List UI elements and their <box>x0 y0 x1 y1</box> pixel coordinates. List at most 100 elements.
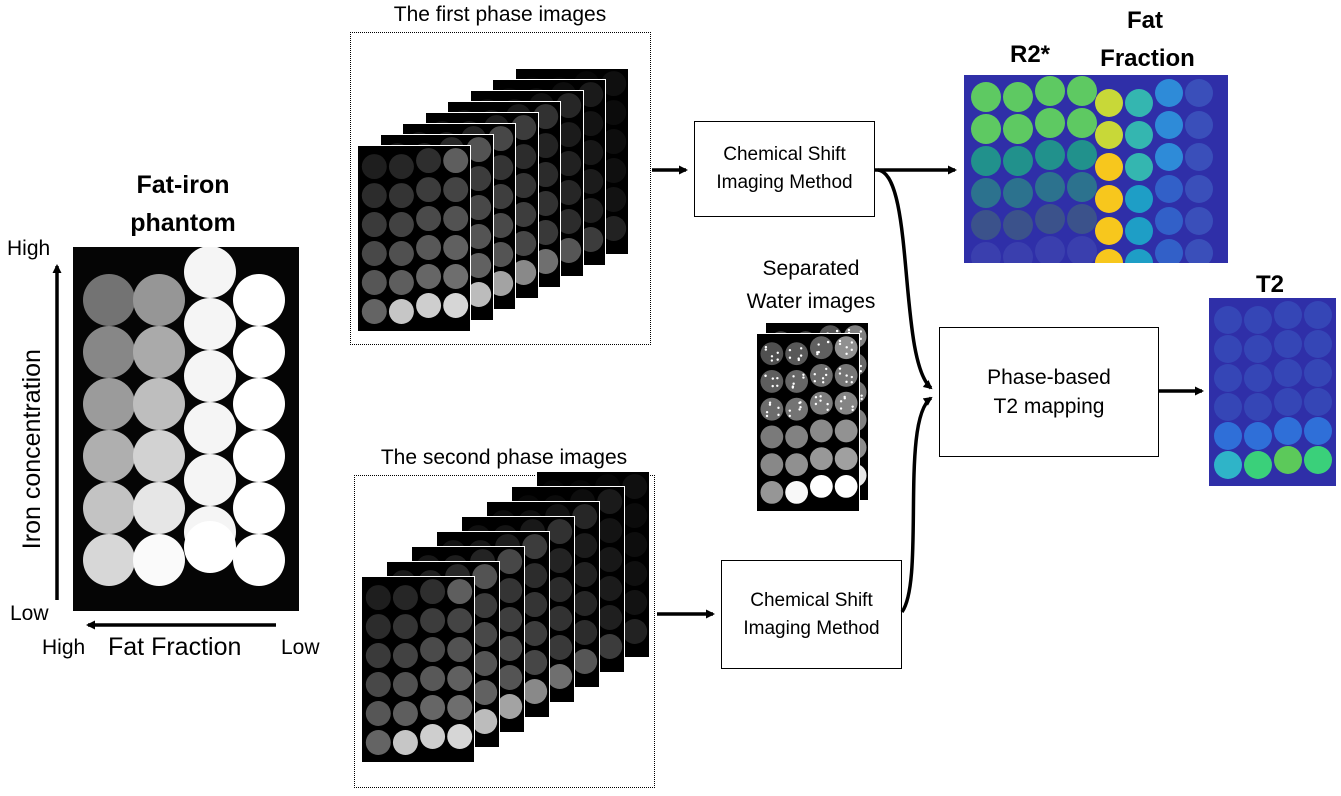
speckle <box>813 373 816 376</box>
map-vial <box>1125 249 1153 263</box>
phantom-vial <box>184 454 236 506</box>
image-vial <box>572 649 598 674</box>
image-vial <box>497 578 523 604</box>
y-axis-high-label: High <box>7 237 51 260</box>
speckle <box>838 372 842 375</box>
speckle <box>771 384 774 388</box>
phantom-vial <box>233 482 285 534</box>
image-vial <box>555 122 581 148</box>
image-vial <box>555 93 581 119</box>
map-vial <box>1125 153 1153 181</box>
map-vial <box>1274 359 1302 387</box>
t2-mapping-line1: Phase-based <box>987 365 1111 389</box>
image-vial <box>443 206 469 232</box>
map-vial <box>1125 185 1153 213</box>
image-vial <box>443 264 469 289</box>
r2star-label: R2* <box>1009 41 1051 68</box>
map-vial <box>1185 111 1213 139</box>
image-vial <box>578 227 604 252</box>
speckle <box>798 408 801 411</box>
image-vial <box>622 561 648 587</box>
image-vial <box>597 576 623 602</box>
map-vial <box>1274 330 1302 358</box>
map-vial <box>1155 175 1183 203</box>
image-vial <box>365 614 391 640</box>
speckle <box>764 348 768 351</box>
phantom-vial <box>83 430 135 482</box>
image-vial <box>392 672 418 698</box>
map-vial <box>1067 76 1097 106</box>
speckle <box>860 394 863 397</box>
image-vial <box>497 636 523 662</box>
image-vial <box>416 177 442 203</box>
phantom-vial <box>184 298 236 350</box>
speckle <box>845 346 848 349</box>
phantom-vial <box>133 534 185 586</box>
speckle <box>799 405 802 409</box>
speckle <box>826 340 830 344</box>
image-vial <box>365 730 391 755</box>
map-vial <box>1274 388 1302 416</box>
map-vial <box>971 146 1001 176</box>
map-vial <box>1244 451 1272 479</box>
speckle <box>819 399 822 402</box>
speckle <box>838 339 842 343</box>
speckle <box>814 402 818 406</box>
r2star-ff-map <box>964 75 1228 263</box>
image-vial <box>488 126 514 152</box>
image-vial <box>785 481 809 504</box>
image-vial <box>416 293 442 318</box>
image-vial <box>600 100 626 126</box>
image-vial <box>465 224 491 250</box>
image-vial <box>597 489 623 515</box>
image-vial <box>497 694 523 719</box>
image-vial <box>416 264 442 289</box>
image-vial <box>809 475 833 498</box>
image-vial <box>547 606 573 632</box>
map-vial <box>1035 172 1065 202</box>
speckle <box>819 395 822 398</box>
image-vial <box>365 585 391 611</box>
image-vial <box>547 635 573 660</box>
stack-frame-circles <box>365 579 473 755</box>
image-vial <box>600 158 626 184</box>
map-vial <box>1067 140 1097 170</box>
stack-frame <box>756 333 860 512</box>
speckle <box>776 358 779 361</box>
map-vial <box>1095 121 1123 149</box>
speckle <box>860 397 863 401</box>
speckle <box>788 414 792 418</box>
speckle <box>765 414 769 418</box>
speckle <box>776 351 779 355</box>
image-vial <box>533 191 559 217</box>
image-vial <box>510 115 536 141</box>
map-vial <box>1185 143 1213 171</box>
map-vial <box>1185 79 1213 107</box>
image-vial <box>472 564 498 590</box>
first-phase-label: The first phase images <box>393 3 607 26</box>
image-vial <box>447 579 473 605</box>
map-vial <box>1155 111 1183 139</box>
phantom-vial <box>233 326 285 378</box>
image-vial <box>361 241 387 267</box>
phantom-title-line1: Fat-iron <box>136 171 230 199</box>
speckle <box>850 380 853 384</box>
map-vial <box>1214 451 1242 479</box>
speckle <box>814 396 818 399</box>
image-vial <box>472 593 498 619</box>
phantom-vial <box>83 534 135 586</box>
x-axis-high-label: High <box>42 636 86 659</box>
speckle <box>813 380 817 383</box>
speckle <box>791 386 795 389</box>
map-vial <box>1035 236 1065 263</box>
map-vial <box>1125 89 1153 117</box>
speckle <box>859 337 862 341</box>
speckle <box>768 403 772 406</box>
map-vial <box>1185 239 1213 263</box>
map-vial <box>1035 140 1065 170</box>
image-vial <box>447 666 473 692</box>
speckle <box>845 374 848 377</box>
x-axis-label: Fat Fraction <box>108 633 242 661</box>
speckle <box>777 406 780 410</box>
phantom-vial <box>233 378 285 430</box>
